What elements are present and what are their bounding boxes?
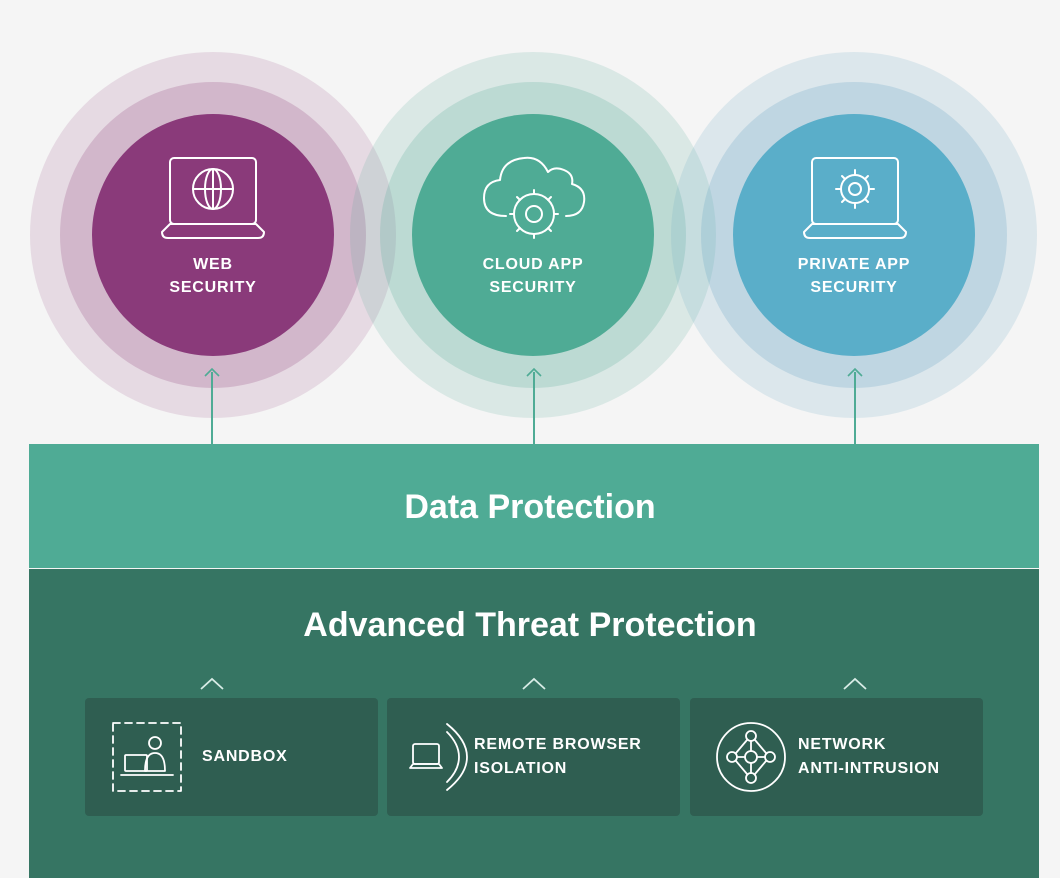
cloud-app-security-label-line2: SECURITY [489, 279, 577, 296]
laptop-gear-icon [803, 157, 907, 239]
laptop-globe-icon [161, 157, 265, 239]
network-anti-intrusion-card: NETWORK ANTI-INTRUSION [690, 698, 983, 816]
network-anti-intrusion-label-line1: NETWORK [798, 736, 887, 753]
private-app-security-core [733, 114, 975, 356]
sandbox-card: SANDBOX [85, 698, 378, 816]
network-nodes-icon [716, 722, 786, 792]
private-app-security-arrow-icon [847, 367, 863, 377]
web-security-connector [211, 372, 213, 446]
web-security-label-line1: WEB [193, 256, 233, 273]
cloud-app-security-connector [533, 372, 535, 446]
web-security-label: WEB SECURITY [113, 253, 313, 299]
cloud-app-security-arrow-icon [526, 367, 542, 377]
web-security-arrow-icon [204, 367, 220, 377]
remote-browser-isolation-label-line2: ISOLATION [474, 760, 568, 777]
data-protection-band [29, 444, 1039, 568]
remote-browser-isolation-label: REMOTE BROWSER ISOLATION [474, 733, 642, 781]
remote-browser-isolation-card: REMOTE BROWSER ISOLATION [387, 698, 680, 816]
web-security-core [92, 114, 334, 356]
cloud-app-security-label: CLOUD APP SECURITY [433, 253, 633, 299]
advanced-threat-protection-title: Advanced Threat Protection [303, 606, 757, 644]
private-app-security-label-line2: SECURITY [810, 279, 898, 296]
remote-browser-isolation-label-line1: REMOTE BROWSER [474, 736, 642, 753]
web-security-label-line2: SECURITY [169, 279, 257, 296]
private-app-security-label-line1: PRIVATE APP [797, 256, 911, 273]
remote-browser-chevron-up-icon [522, 677, 546, 690]
cloud-app-security-label-line1: CLOUD APP [482, 256, 584, 273]
remote-laptop-icon [409, 723, 468, 791]
network-chevron-up-icon [843, 677, 867, 690]
sandbox-label-line1: SANDBOX [202, 748, 288, 765]
private-app-security-label: PRIVATE APP SECURITY [754, 253, 954, 299]
network-anti-intrusion-label-line2: ANTI-INTRUSION [798, 760, 940, 777]
sandbox-user-icon [112, 722, 182, 792]
data-protection-title: Data Protection [404, 488, 656, 526]
network-anti-intrusion-label: NETWORK ANTI-INTRUSION [798, 733, 940, 781]
cloud-gear-icon [483, 156, 586, 239]
sandbox-label: SANDBOX [202, 745, 288, 769]
private-app-security-connector [854, 372, 856, 446]
sandbox-chevron-up-icon [200, 677, 224, 690]
